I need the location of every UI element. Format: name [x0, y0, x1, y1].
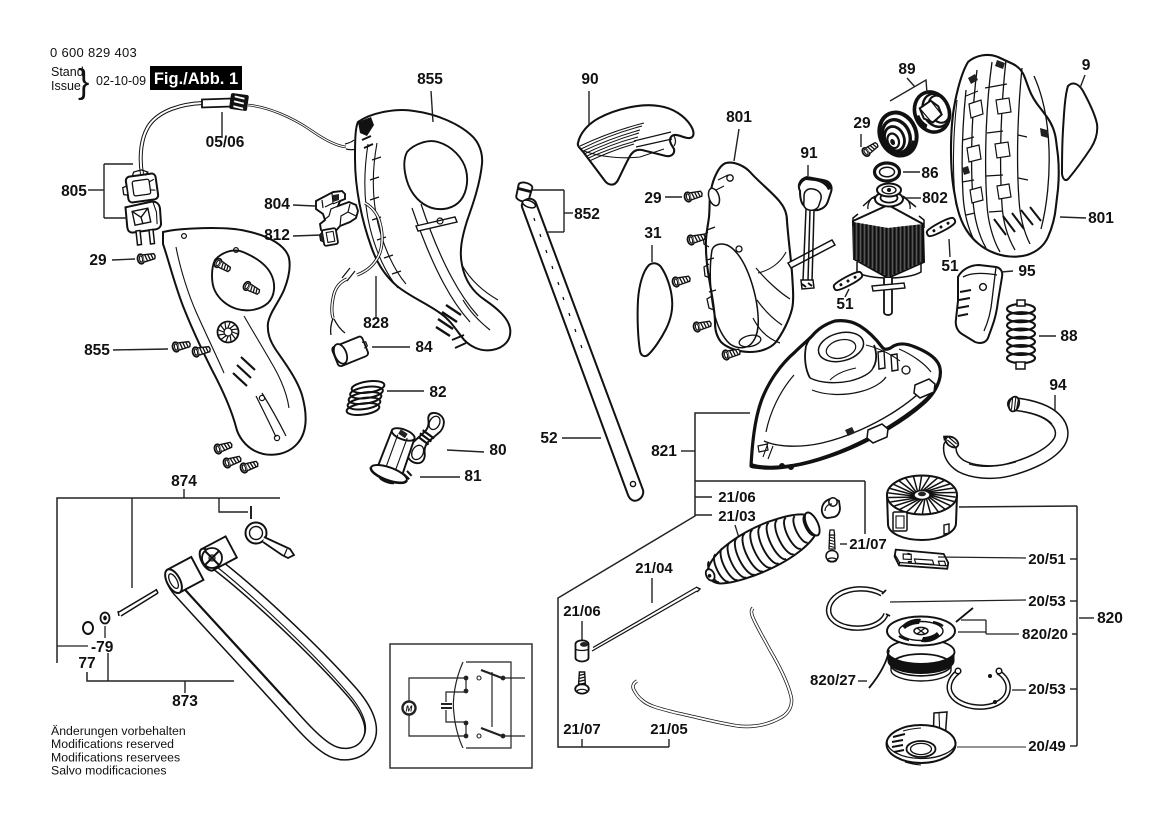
- svg-text:31: 31: [644, 225, 662, 242]
- svg-text:21/04: 21/04: [635, 560, 673, 577]
- svg-text:21/03: 21/03: [718, 508, 756, 525]
- svg-text:Stand: Stand: [51, 65, 84, 79]
- svg-text:90: 90: [581, 71, 598, 88]
- svg-text:820/27: 820/27: [810, 672, 856, 689]
- svg-text:852: 852: [574, 206, 600, 223]
- svg-text:81: 81: [464, 468, 482, 485]
- svg-text:02-10-09: 02-10-09: [96, 74, 146, 88]
- svg-text:802: 802: [922, 190, 948, 207]
- svg-text:29: 29: [89, 252, 107, 269]
- svg-text:52: 52: [540, 430, 557, 447]
- svg-text:801: 801: [1088, 210, 1114, 227]
- svg-text:820/20: 820/20: [1022, 626, 1068, 643]
- svg-text:51: 51: [836, 296, 854, 313]
- svg-text:05/06: 05/06: [206, 134, 245, 151]
- svg-text:21/07: 21/07: [849, 536, 887, 553]
- svg-text:820: 820: [1097, 610, 1123, 627]
- svg-text:21/07: 21/07: [563, 721, 601, 738]
- svg-text:M: M: [406, 705, 413, 714]
- svg-text:821: 821: [651, 443, 677, 460]
- svg-text:812: 812: [264, 227, 290, 244]
- svg-text:21/06: 21/06: [718, 489, 756, 506]
- svg-text:828: 828: [363, 315, 389, 332]
- svg-text:Issue: Issue: [51, 79, 81, 93]
- svg-text:Salvo modificaciones: Salvo modificaciones: [51, 764, 167, 778]
- svg-text:91: 91: [800, 145, 818, 162]
- svg-text:29: 29: [853, 115, 871, 132]
- svg-text:804: 804: [264, 196, 290, 213]
- svg-text:873: 873: [172, 693, 198, 710]
- svg-text:80: 80: [489, 442, 506, 459]
- svg-text:88: 88: [1060, 328, 1078, 345]
- svg-text:20/53: 20/53: [1028, 593, 1066, 610]
- svg-text:89: 89: [898, 61, 916, 78]
- svg-text:874: 874: [171, 473, 197, 490]
- svg-text:0 600 829 403: 0 600 829 403: [50, 45, 137, 60]
- svg-text:9: 9: [1082, 57, 1091, 74]
- svg-text:801: 801: [726, 109, 752, 126]
- svg-text:84: 84: [415, 339, 433, 356]
- svg-text:82: 82: [429, 384, 446, 401]
- svg-text:20/49: 20/49: [1028, 738, 1066, 755]
- svg-text:805: 805: [61, 183, 87, 200]
- svg-text:94: 94: [1049, 377, 1067, 394]
- svg-text:855: 855: [84, 342, 110, 359]
- svg-text:855: 855: [417, 71, 443, 88]
- svg-text:20/53: 20/53: [1028, 681, 1066, 698]
- svg-text:29: 29: [644, 190, 662, 207]
- svg-text:20/51: 20/51: [1028, 551, 1066, 568]
- svg-text:21/06: 21/06: [563, 603, 601, 620]
- svg-text:95: 95: [1018, 263, 1036, 280]
- svg-text:77: 77: [78, 655, 95, 672]
- svg-text:51: 51: [941, 258, 959, 275]
- svg-text:86: 86: [921, 165, 939, 182]
- svg-text:Fig./Abb. 1: Fig./Abb. 1: [154, 70, 238, 88]
- svg-text:Modifications reservees: Modifications reservees: [51, 750, 180, 764]
- svg-text:-79: -79: [91, 639, 114, 656]
- svg-text:Änderungen vorbehalten: Änderungen vorbehalten: [51, 724, 186, 738]
- svg-text:}: }: [78, 63, 89, 101]
- svg-text:21/05: 21/05: [650, 721, 688, 738]
- svg-text:Modifications reserved: Modifications reserved: [51, 737, 174, 751]
